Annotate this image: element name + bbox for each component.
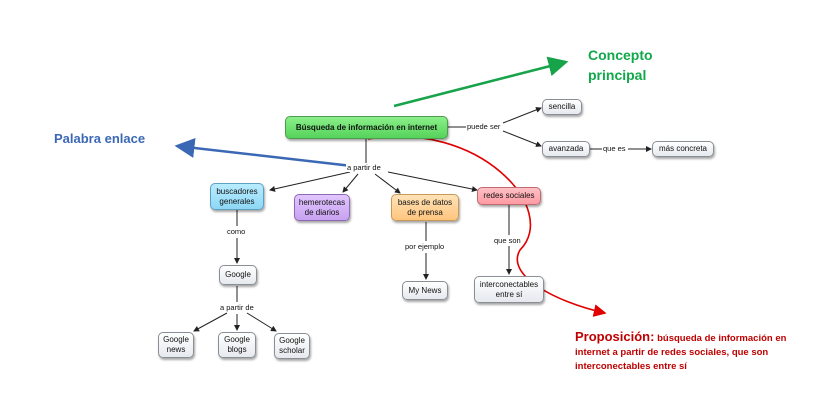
node-mynews[interactable]: My News (402, 281, 448, 300)
node-redes[interactable]: redes sociales (477, 187, 541, 205)
concept-arrow (393, 56, 569, 108)
link-puede-ser: puede ser (466, 122, 502, 131)
link-que-son: que son (493, 236, 522, 245)
link-que-es: que es (602, 144, 627, 153)
connector-to-avanzada (502, 130, 542, 147)
node-google-scholar[interactable]: Google scholar (274, 333, 310, 359)
annotation-palabra-enlace: Palabra enlace (54, 131, 146, 146)
link-como: como (226, 227, 247, 236)
annotation-proposicion: Proposición: búsqueda de información en … (575, 330, 795, 374)
connector-to-redes (387, 171, 478, 192)
node-google-blogs[interactable]: Google blogs (218, 332, 256, 358)
node-buscadores[interactable]: buscadores generales (210, 183, 264, 210)
link-a-partir-de: a partir de (346, 163, 382, 172)
proposicion-text: búsqueda de información en internet a pa… (575, 333, 787, 372)
annotation-concepto-principal: Concepto principal (588, 47, 653, 83)
node-mas-concreta[interactable]: más concreta (652, 141, 714, 157)
node-sencilla[interactable]: sencilla (542, 99, 582, 115)
node-bases[interactable]: bases de datos de prensa (391, 194, 459, 221)
node-google[interactable]: Google (219, 265, 257, 285)
link-por-ejemplo: por ejemplo (404, 242, 446, 251)
connector-to-google-news (193, 312, 228, 332)
connector-to-hemerotecas (342, 173, 359, 193)
proposition-arrow (367, 135, 607, 317)
link-a-partir-de-2: a partir de (219, 303, 255, 312)
connectors (193, 107, 652, 332)
connector-to-bases (374, 173, 401, 194)
node-avanzada[interactable]: avanzada (542, 141, 590, 157)
connector-to-google-scholar (246, 312, 277, 332)
connector-to-buscadores (269, 171, 351, 192)
node-google-news[interactable]: Google news (158, 332, 194, 358)
node-main[interactable]: Búsqueda de información en internet (285, 116, 448, 139)
node-interconectables[interactable]: interconectables entre sí (474, 276, 544, 303)
node-hemerotecas[interactable]: hemerotecas de diarios (294, 194, 350, 221)
connector-to-sencilla (502, 107, 542, 124)
proposicion-title: Proposición: (575, 329, 655, 344)
palabra-arrow (174, 138, 353, 168)
